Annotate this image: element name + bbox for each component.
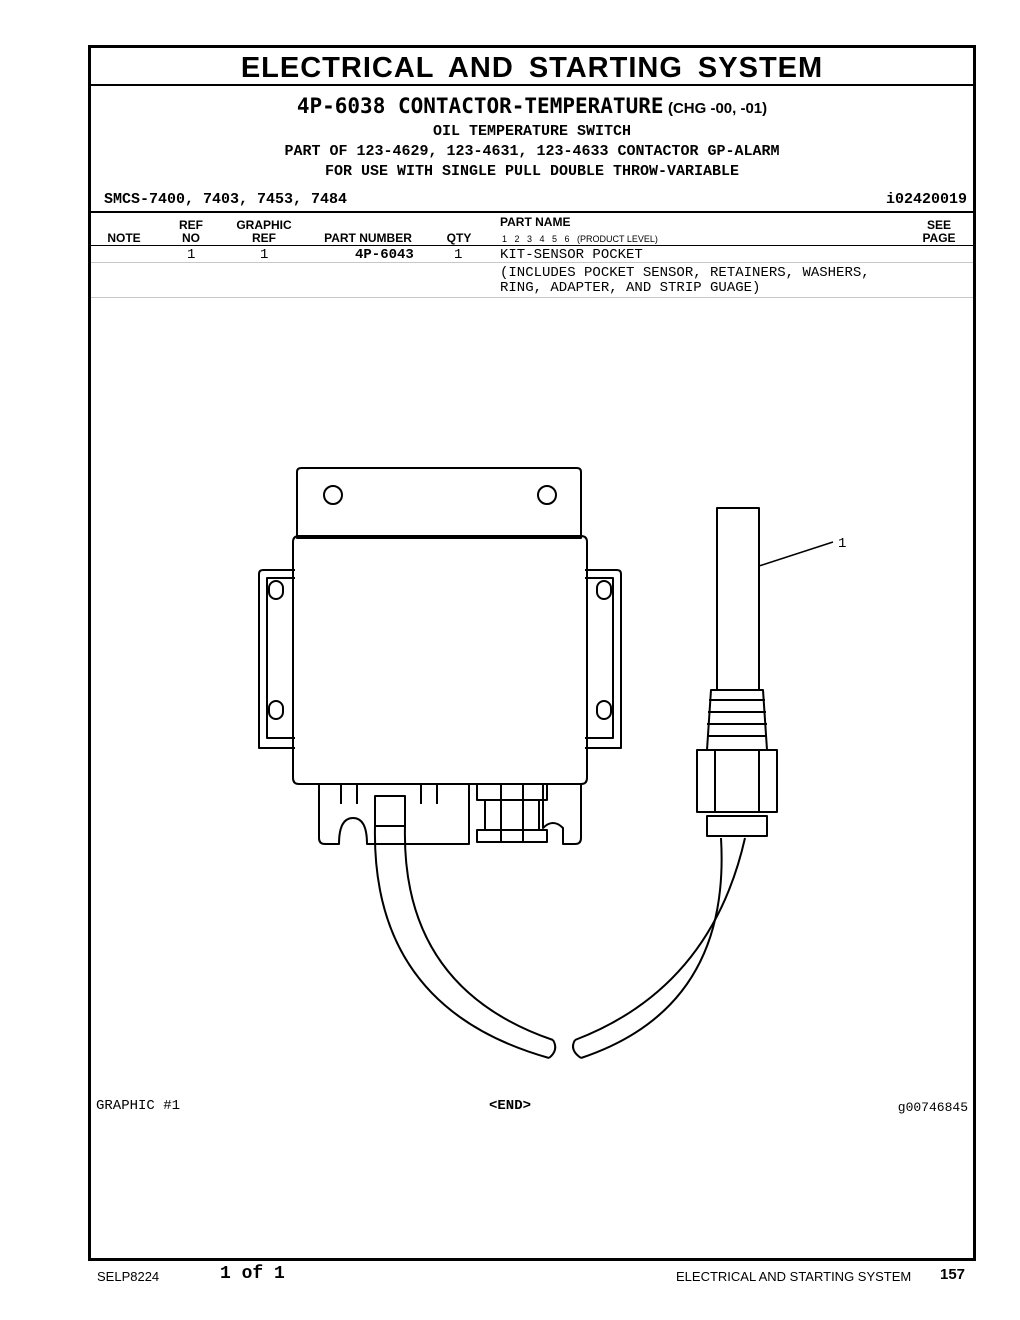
part-title: 4P-6038 CONTACTOR-TEMPERATURE (CHG -00, … <box>91 94 973 118</box>
callout-number: 1 <box>838 536 846 552</box>
change-note: (CHG -00, -01) <box>667 100 768 117</box>
col-part-number: PART NUMBER <box>324 231 412 245</box>
col-product-level: 1 2 3 4 5 6 (PRODUCT LEVEL) <box>502 234 658 244</box>
housing-skirt <box>318 784 470 845</box>
row-graphic-ref: 1 <box>260 247 269 263</box>
slot-left-bottom <box>268 700 284 720</box>
mounting-hole-left <box>323 485 343 505</box>
column-header-divider <box>91 245 973 246</box>
col-see-page-top: SEE <box>926 218 951 232</box>
col-graphic-ref-top: GRAPHIC <box>236 218 292 232</box>
sensor-probe <box>716 507 760 690</box>
subtitle-oil-temperature-switch: OIL TEMPERATURE SWITCH <box>432 123 632 140</box>
col-graphic-ref-bottom: REF <box>252 231 276 245</box>
row-part-number: 4P-6043 <box>355 247 414 263</box>
end-marker: <END> <box>489 1098 532 1114</box>
connector-right <box>476 783 548 801</box>
smcs-codes: SMCS-7400, 7403, 7453, 7484 <box>104 191 348 208</box>
subtitle-for-use-with: FOR USE WITH SINGLE PULL DOUBLE THROW-VA… <box>324 163 740 180</box>
mounting-hole-right <box>537 485 557 505</box>
parts-illustration: 1 <box>258 467 846 1059</box>
row-description-line-1: (INCLUDES POCKET SENSOR, RETAINERS, WASH… <box>500 265 870 281</box>
sensor-body <box>696 749 778 813</box>
page-of: 1 of 1 <box>220 1264 285 1284</box>
col-see-page-bottom: PAGE <box>922 231 956 245</box>
footer-section: ELECTRICAL AND STARTING SYSTEM <box>676 1269 912 1284</box>
section-title: ELECTRICAL AND STARTING SYSTEM <box>91 48 973 86</box>
slot-right-top <box>596 580 612 600</box>
row-qty: 1 <box>454 247 463 263</box>
switch-housing <box>292 535 588 785</box>
document-id: i02420019 <box>885 191 967 208</box>
side-flange-right <box>585 569 622 749</box>
housing-skirt-right <box>542 784 582 845</box>
cable-left <box>373 825 550 1059</box>
row-divider <box>91 262 973 263</box>
row-part-name: KIT-SENSOR POCKET <box>500 247 643 263</box>
header-divider <box>91 211 973 213</box>
col-note: NOTE <box>107 231 141 245</box>
col-ref-no-bottom: NO <box>182 231 200 245</box>
row-description-line-2: RING, ADAPTER, AND STRIP GUAGE) <box>500 280 761 296</box>
publication-number: SELP8224 <box>97 1269 160 1284</box>
side-flange-left <box>258 569 295 749</box>
side-flange-right-inner <box>585 577 614 739</box>
col-qty: QTY <box>446 231 472 245</box>
cable-gland-left <box>374 795 406 827</box>
part-number-title: 4P-6038 CONTACTOR-TEMPERATURE <box>296 94 664 118</box>
side-flange-left-inner <box>266 577 295 739</box>
cable-right <box>580 837 723 1059</box>
mounting-plate <box>296 467 582 539</box>
slot-left-top <box>268 580 284 600</box>
subtitle-part-of: PART OF 123-4629, 123-4631, 123-4633 CON… <box>284 143 780 160</box>
table-end-divider <box>91 297 973 298</box>
row-ref-no: 1 <box>187 247 196 263</box>
graphic-id: g00746845 <box>897 1100 968 1115</box>
sensor-ribs <box>706 689 768 751</box>
slot-right-bottom <box>596 700 612 720</box>
callout-leader <box>758 541 834 567</box>
page-number: 157 <box>940 1266 966 1283</box>
col-ref-no-top: REF <box>179 218 203 232</box>
page-frame: ELECTRICAL AND STARTING SYSTEM 4P-6038 C… <box>88 45 976 1261</box>
col-part-name: PART NAME <box>500 215 571 229</box>
graphic-label: GRAPHIC #1 <box>96 1098 181 1114</box>
sensor-nut <box>706 815 768 837</box>
